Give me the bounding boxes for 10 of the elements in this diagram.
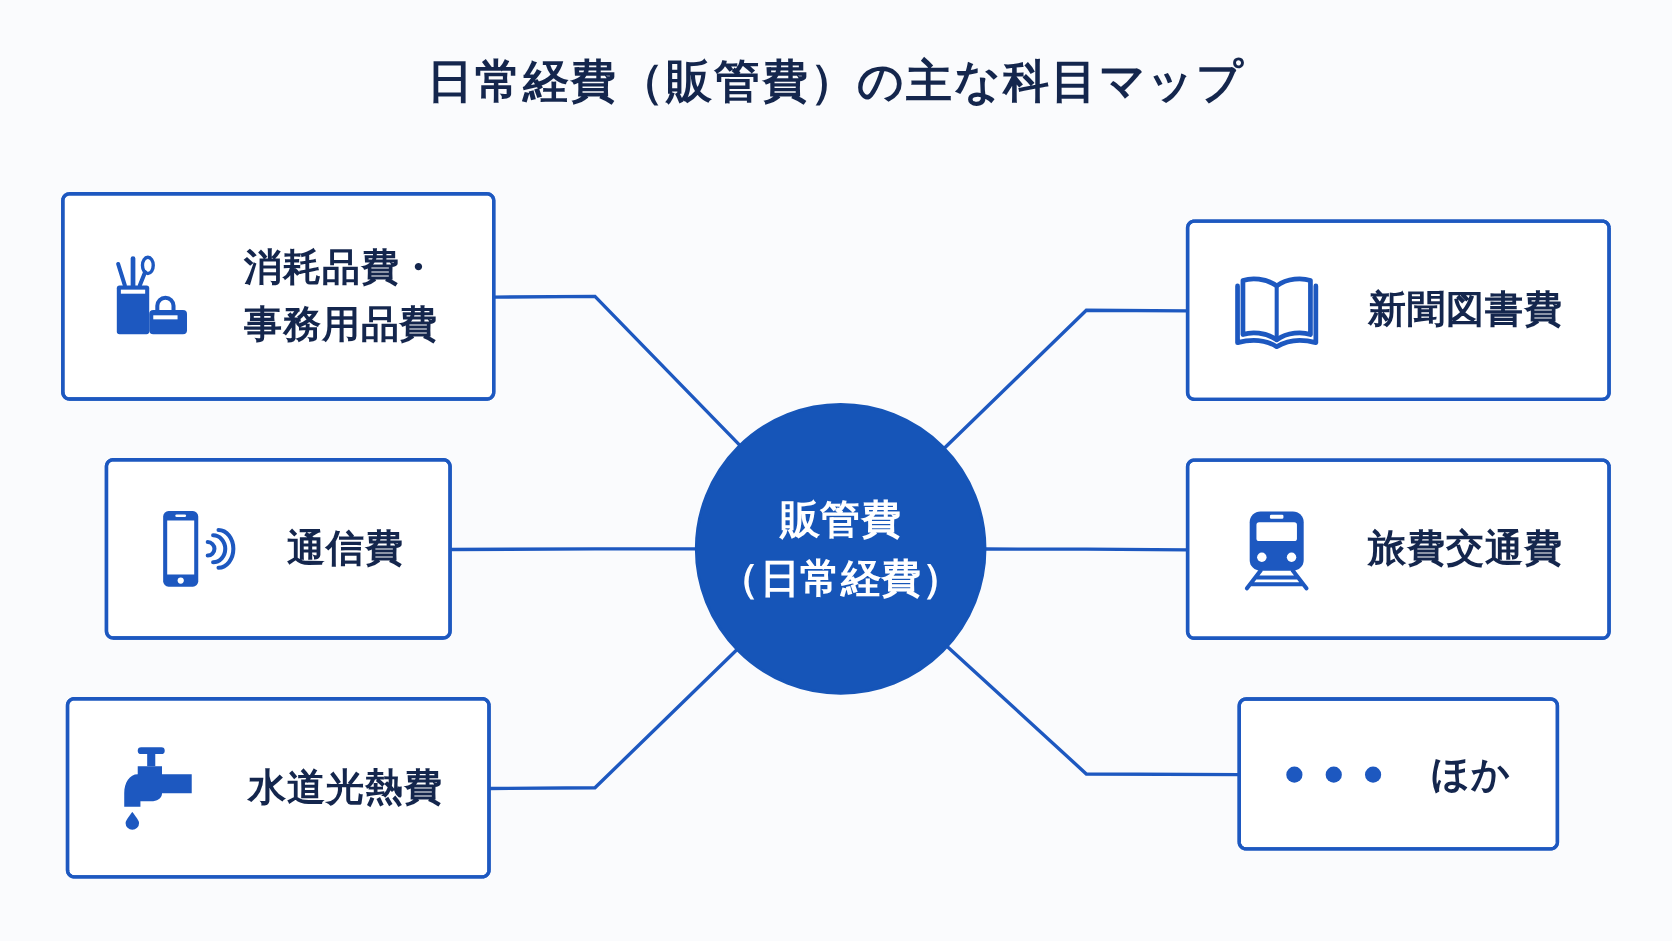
- category-label: 消耗品費・事務用品費: [243, 244, 440, 349]
- connector-line: [494, 294, 742, 447]
- category-label: 新聞図書費: [1368, 286, 1564, 334]
- category-label: 旅費交通費: [1368, 525, 1564, 573]
- category-label: ほか: [1431, 750, 1512, 799]
- category-label: 水道光熱費: [248, 764, 444, 812]
- hub-label: 販管費: [779, 494, 902, 545]
- hub-label: （日常経費）: [719, 553, 963, 604]
- title: 日常経費（販管費）の主な科目マップ: [426, 53, 1246, 110]
- category-label: 通信費: [287, 525, 405, 573]
